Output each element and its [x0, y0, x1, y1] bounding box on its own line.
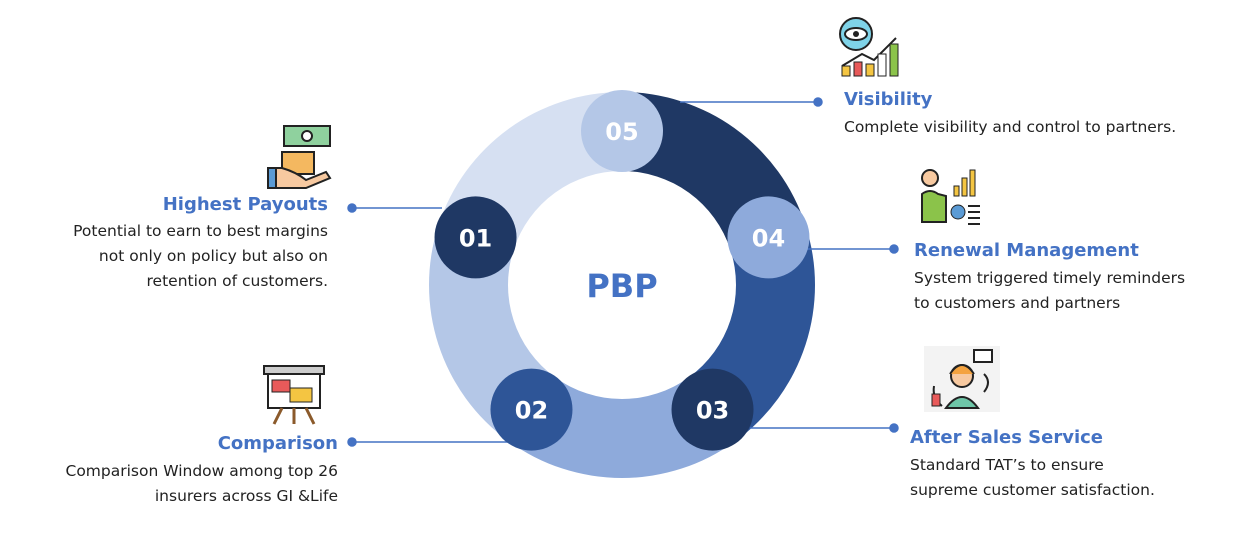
eye-chart-icon [839, 17, 899, 77]
desc-after-sales-service: Standard TAT’s to ensure supreme custome… [910, 453, 1155, 503]
desc-line: retention of customers. [146, 272, 328, 290]
step-circle [490, 368, 573, 451]
desc-line: not only on policy but also on [98, 247, 328, 265]
step-circle [727, 196, 810, 279]
desc-line: Complete visibility and control to partn… [844, 118, 1177, 136]
step-number: 05 [605, 118, 638, 146]
step-circle [671, 368, 754, 451]
desc-comparison: Comparison Window among top 26 insurers … [66, 459, 339, 509]
step-number: 04 [752, 224, 785, 252]
desc-visibility: Complete visibility and control to partn… [844, 115, 1176, 140]
title-comparison: Comparison [217, 433, 338, 454]
customer-support-icon [924, 346, 1000, 412]
step-node-02: 02 [490, 368, 573, 451]
money-hand-icon [267, 125, 332, 189]
desc-line: Potential to earn to best margins [73, 222, 328, 240]
desc-line: System triggered timely reminders [914, 269, 1186, 287]
step-circle [581, 90, 663, 172]
title-renewal-management: Renewal Management [914, 240, 1139, 261]
desc-line: Standard TAT’s to ensure [910, 456, 1104, 474]
step-number: 03 [696, 397, 729, 425]
title-highest-payouts: Highest Payouts [162, 194, 328, 215]
center-label: PBP [586, 267, 657, 305]
desc-renewal-management: System triggered timely reminders to cus… [914, 266, 1185, 316]
step-node-03: 03 [671, 368, 754, 451]
step-number: 02 [515, 397, 548, 425]
step-number: 01 [459, 224, 492, 252]
title-visibility: Visibility [844, 89, 933, 110]
step-node-04: 04 [727, 196, 810, 279]
desc-line: Comparison Window among top 26 [65, 462, 339, 480]
presentation-board-icon [263, 365, 325, 425]
presenter-chart-icon [921, 169, 980, 225]
step-node-05: 05 [581, 90, 663, 172]
desc-line: to customers and partners [914, 294, 1121, 312]
step-circle [434, 196, 517, 279]
desc-highest-payouts: Potential to earn to best margins not on… [73, 219, 328, 294]
desc-line: supreme customer satisfaction. [910, 481, 1155, 499]
step-node-01: 01 [434, 196, 517, 279]
title-after-sales-service: After Sales Service [910, 427, 1104, 448]
desc-line: insurers across GI &Life [154, 487, 338, 505]
